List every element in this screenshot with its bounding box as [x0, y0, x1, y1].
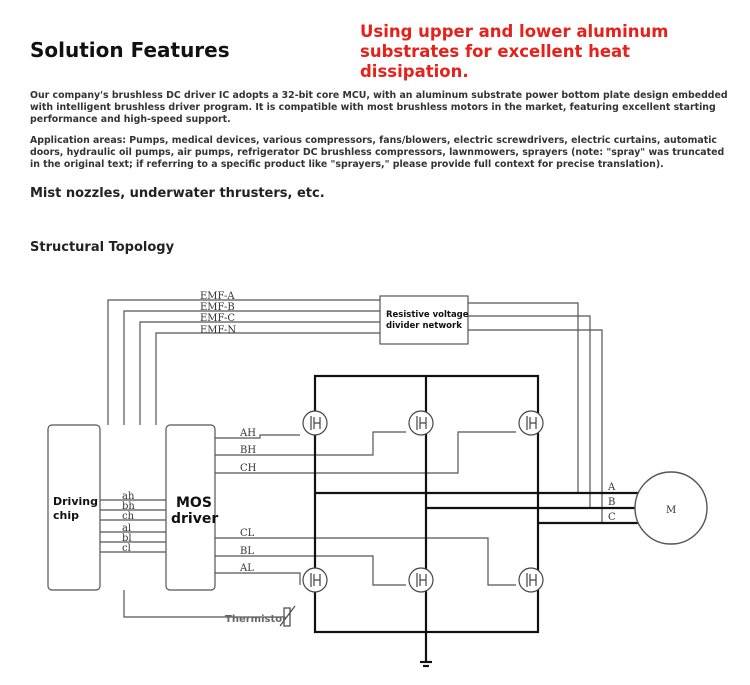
- gate-line-ah: [215, 434, 300, 439]
- section-title: Structural Topology: [30, 240, 175, 255]
- emf-line-n: [155, 332, 380, 425]
- mos-driver-label-line2: driver: [171, 511, 218, 527]
- mosfet-bh: [408, 410, 434, 436]
- thermistor-icon: [279, 605, 296, 627]
- emf-line-c: [139, 321, 380, 425]
- thermistor-label: Thermistor: [225, 614, 287, 625]
- divider-label-line1: Resistive voltage: [386, 310, 469, 320]
- mos-driver-label-line1: MOS: [176, 495, 212, 511]
- gate-line-bh: [215, 431, 406, 456]
- emf-line-a: [107, 299, 380, 425]
- divider-label-line2: divider network: [386, 321, 462, 331]
- driving-chip-label-line1: Driving: [53, 495, 98, 508]
- gate-ch-label: CH: [240, 463, 257, 474]
- gate-ah-label: AH: [239, 428, 256, 439]
- phase-a-label: A: [607, 482, 616, 493]
- gate-bl-label: BL: [240, 546, 254, 557]
- emf-c-label: EMF-C: [200, 313, 235, 324]
- divider-phase-a-line: [468, 302, 579, 492]
- emf-n-label: EMF-N: [200, 325, 236, 336]
- page-title: Solution Features: [30, 38, 230, 62]
- gate-bh-label: BH: [240, 445, 256, 456]
- signal-bl-label: bl: [122, 533, 132, 544]
- extra-applications: Mist nozzles, underwater thrusters, etc.: [30, 186, 325, 201]
- gate-al-label: AL: [239, 563, 254, 574]
- intro-paragraph: Our company's brushless DC driver IC ado…: [30, 90, 728, 125]
- gate-line-ch: [215, 431, 516, 474]
- emf-a-label: EMF-A: [200, 291, 235, 302]
- gate-line-bl: [215, 555, 406, 586]
- mosfet-ah: [302, 410, 328, 436]
- applications-paragraph: Application areas: Pumps, medical device…: [30, 135, 725, 170]
- divider-phase-b-line: [468, 315, 591, 508]
- heat-dissipation-callout: Using upper and lower aluminum substrate…: [360, 22, 669, 81]
- mosfet-cl: [518, 567, 544, 593]
- mosfet-bl: [408, 567, 434, 593]
- emf-b-label: EMF-B: [200, 302, 235, 313]
- mos-driver-box: [165, 424, 216, 591]
- gate-line-al: [215, 572, 301, 585]
- motor-icon: [634, 471, 708, 545]
- resistive-divider-box: [379, 295, 469, 345]
- emf-line-b: [123, 310, 380, 425]
- signal-ah-label: ah: [122, 491, 135, 502]
- signal-ch-label: ch: [122, 511, 135, 522]
- gate-cl-label: CL: [240, 528, 255, 539]
- mosfet-al: [302, 567, 328, 593]
- phase-c-label: C: [608, 512, 616, 523]
- signal-al-label: al: [122, 523, 131, 534]
- divider-phase-c-line: [468, 329, 603, 523]
- driving-chip-label-line2: chip: [53, 509, 79, 522]
- driving-chip-box: [47, 424, 101, 591]
- signal-cl-label: cl: [122, 543, 131, 554]
- thermistor-line: [123, 590, 285, 618]
- motor-label: M: [666, 505, 676, 516]
- gate-line-cl: [215, 537, 516, 586]
- signal-bh-label: bh: [122, 501, 135, 512]
- mosfet-ch: [518, 410, 544, 436]
- phase-b-label: B: [608, 497, 615, 508]
